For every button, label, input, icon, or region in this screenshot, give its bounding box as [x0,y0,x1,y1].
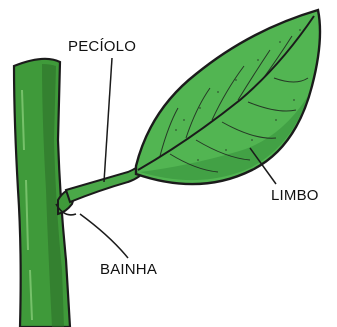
peciolo-leader-line [104,58,112,182]
limbo-label: LIMBO [271,188,319,203]
stem [14,59,70,327]
leaf-blade [136,10,320,184]
peciolo-label: PECÍOLO [68,39,136,54]
bainha-leader-line [80,214,128,258]
bainha-label: BAINHA [100,262,157,277]
